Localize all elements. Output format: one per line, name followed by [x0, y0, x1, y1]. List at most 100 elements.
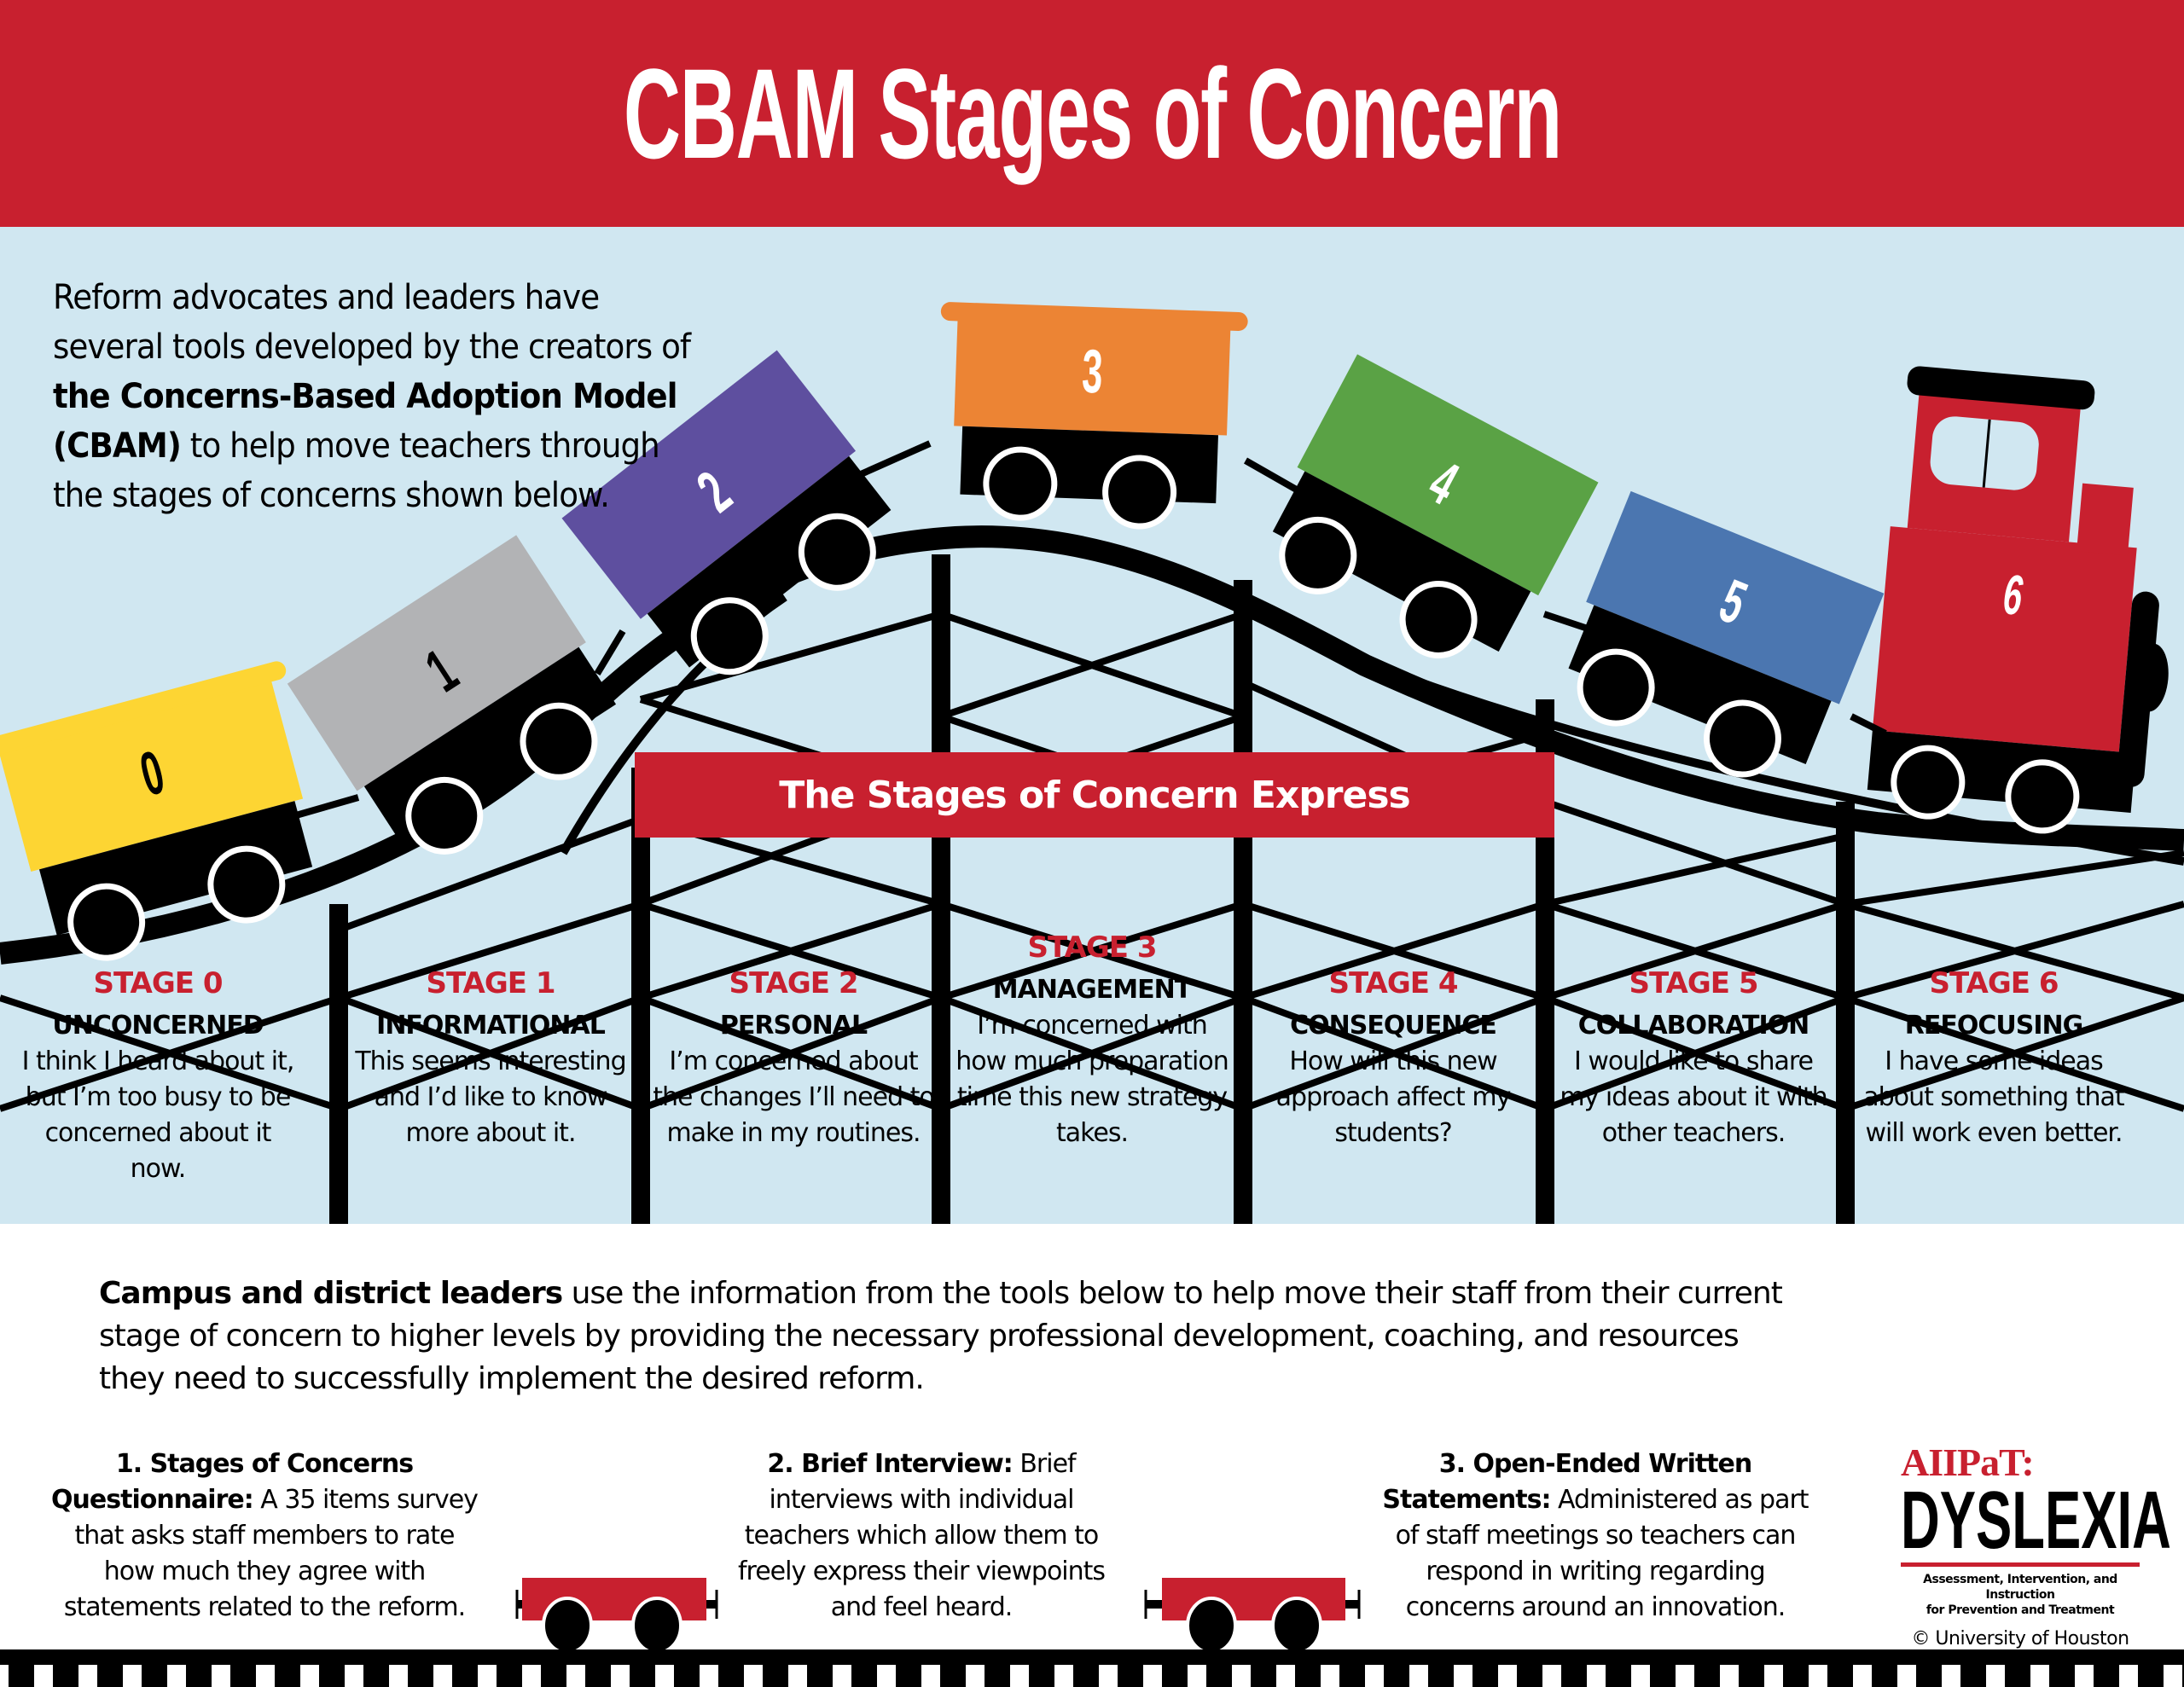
wheel-icon	[983, 446, 1058, 521]
rail-tie	[1339, 1665, 1365, 1687]
train-car-4: 4	[1272, 354, 1599, 658]
rail-tie	[851, 1665, 877, 1687]
wheel-icon	[405, 776, 484, 855]
tool-text: A 35 items survey that asks staff member…	[63, 1485, 479, 1622]
wheel-icon	[1102, 455, 1177, 530]
stage-number: STAGE 4	[1328, 966, 1459, 1000]
rail-tie	[1517, 1665, 1542, 1687]
stage-6: STAGE 6 REFOCUSING I have some ideas abo…	[1853, 965, 2135, 1151]
rail-tie	[2094, 1665, 2119, 1687]
rail-tie	[1472, 1665, 1498, 1687]
rail-tie	[2182, 1665, 2184, 1687]
stage-description: This seems interesting and I’d like to k…	[355, 1046, 626, 1148]
car-couplers	[288, 440, 1887, 820]
leaders-text: use the information from the tools below…	[99, 1276, 1783, 1396]
rail-tie	[2049, 1665, 2075, 1687]
rail-tie	[275, 1665, 300, 1687]
rail-tie	[1694, 1665, 1720, 1687]
rail-tie	[1118, 1665, 1143, 1687]
tool-title: 3. Open-Ended Written Statements:	[1382, 1449, 1752, 1515]
train-car-1: 1	[287, 535, 617, 855]
rail-tie	[1606, 1665, 1631, 1687]
logo-rule	[1901, 1562, 2140, 1567]
rail-tie	[1916, 1665, 1942, 1687]
wheel-icon	[207, 845, 286, 924]
rail-tie	[97, 1665, 123, 1687]
wheel-icon	[2005, 759, 2080, 834]
page-title: CBAM Stages of Concern	[623, 41, 1561, 185]
tool-text: Brief interviews with individual teacher…	[737, 1449, 1106, 1622]
car-label: 3	[1081, 336, 1104, 406]
car-body	[287, 535, 586, 791]
leaders-bold-text: Campus and district leaders	[99, 1276, 563, 1311]
scaffold-post	[1234, 580, 1252, 1224]
header-banner: CBAM Stages of Concern	[0, 0, 2184, 227]
wheel-icon	[1399, 580, 1478, 658]
rail-tie	[1872, 1665, 1897, 1687]
car-body	[954, 315, 1231, 436]
rail-tie	[718, 1665, 744, 1687]
rail-tie	[2005, 1665, 2030, 1687]
ground-rail	[0, 1649, 2184, 1665]
train-car-3: 3	[940, 302, 1248, 530]
rail-tie	[807, 1665, 833, 1687]
rail-tie	[230, 1665, 256, 1687]
tool-title: 1. Stages of Concerns Questionnaire:	[51, 1449, 414, 1515]
rail-tie	[9, 1665, 34, 1687]
scaffold-post	[932, 554, 950, 1224]
intro-bold-text: the Concerns-Based Adoption Model (CBAM)	[53, 377, 677, 466]
wheel-icon	[1577, 648, 1655, 727]
rail-tie	[541, 1665, 566, 1687]
wheel-icon	[520, 702, 598, 780]
window-divider	[1982, 419, 1991, 488]
bottom-track-scene	[0, 1578, 2184, 1687]
rail-tie	[1295, 1665, 1321, 1687]
rail-tie	[408, 1665, 433, 1687]
stage-name: INFORMATIONAL	[376, 1011, 606, 1041]
rail-tie	[1162, 1665, 1188, 1687]
rail-tie	[763, 1665, 788, 1687]
stage-number: STAGE 2	[729, 966, 859, 1000]
smokestack	[2077, 483, 2134, 556]
stage-name: COLLABORATION	[1577, 1011, 1810, 1041]
rail-tie	[1739, 1665, 1764, 1687]
rail-tie	[2138, 1665, 2164, 1687]
rail-tie	[1073, 1665, 1099, 1687]
wheel-icon	[631, 1597, 682, 1655]
stage-4: STAGE 4 CONSEQUENCE How will this new ap…	[1252, 965, 1534, 1151]
stage-name: UNCONCERNED	[52, 1011, 264, 1041]
wheel-icon	[1703, 699, 1781, 778]
rail-tie	[497, 1665, 522, 1687]
stage-description: How will this new approach affect my stu…	[1275, 1046, 1512, 1148]
cab-roof	[1907, 366, 2095, 410]
wheel-icon	[798, 513, 876, 591]
car-lip	[940, 302, 1248, 331]
rail-tie	[985, 1665, 1010, 1687]
tool-text: Administered as part of staff meetings s…	[1395, 1485, 1809, 1622]
stage-description: I have some ideas about something that w…	[1863, 1046, 2124, 1148]
rail-tie	[1561, 1665, 1587, 1687]
headlamp	[2134, 643, 2169, 712]
aiipat-logo: AIIPaT: DYSLEXIA Assessment, Interventio…	[1901, 1443, 2171, 1649]
intro-text: Reform advocates and leaders have severa…	[53, 278, 691, 367]
express-banner-text: The Stages of Concern Express	[779, 773, 1410, 817]
rail-tie	[1384, 1665, 1409, 1687]
train-car-0: 0	[0, 661, 313, 961]
train-car-2: 2	[561, 350, 892, 675]
rail-tie	[896, 1665, 921, 1687]
rail-tie	[186, 1665, 212, 1687]
wheel-icon	[67, 883, 146, 961]
wheel-icon	[1271, 1597, 1322, 1655]
wheel-icon	[1279, 516, 1357, 594]
express-banner: The Stages of Concern Express	[635, 752, 1554, 838]
rail-tie	[1251, 1665, 1276, 1687]
rail-tie	[674, 1665, 700, 1687]
stage-number: STAGE 5	[1629, 966, 1759, 1000]
wheel-icon	[542, 1597, 593, 1655]
tool-interview: 2. Brief Interview: Brief interviews wit…	[734, 1446, 1109, 1626]
rail-tie	[1029, 1665, 1054, 1687]
stage-name: CONSEQUENCE	[1290, 1011, 1497, 1041]
tool-written-statements: 3. Open-Ended Written Statements: Admini…	[1374, 1446, 1817, 1626]
stage-number: STAGE 3	[1027, 930, 1158, 965]
